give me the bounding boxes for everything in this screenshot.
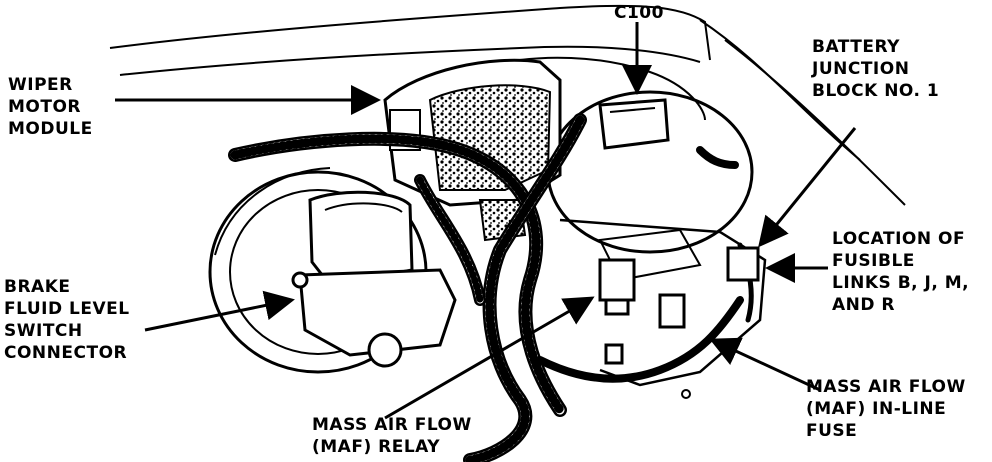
label-c100: C100 <box>614 2 664 24</box>
label-line: AND R <box>832 295 896 315</box>
label-battery-junction-block: BATTERY JUNCTION BLOCK NO. 1 <box>812 36 939 102</box>
label-line: SWITCH <box>4 321 83 341</box>
wiring-harness <box>228 113 754 462</box>
arrow-brake-fluid <box>144 290 295 332</box>
label-line: MODULE <box>8 119 93 139</box>
label-line: LINKS B, J, M, <box>832 273 970 293</box>
label-line: MASS AIR FLOW <box>806 377 966 397</box>
label-wiper-motor-module: WIPER MOTOR MODULE <box>8 74 93 140</box>
maf-relay <box>598 258 636 316</box>
label-line: MASS AIR FLOW <box>312 415 472 435</box>
arrow-battery-junction <box>758 127 857 248</box>
maf-fuse <box>604 293 686 365</box>
label-brake-fluid-connector: BRAKE FLUID LEVEL SWITCH CONNECTOR <box>4 276 130 364</box>
label-maf-inline-fuse: MASS AIR FLOW (MAF) IN-LINE FUSE <box>806 376 966 442</box>
label-line: FUSIBLE <box>832 251 915 271</box>
c100-connector <box>598 98 670 150</box>
label-line: FUSE <box>806 421 858 441</box>
label-line: (MAF) IN-LINE <box>806 399 947 419</box>
arrow-maf-relay <box>384 296 595 420</box>
label-line: FLUID LEVEL <box>4 299 130 319</box>
label-line: (MAF) RELAY <box>312 437 441 457</box>
fusible-links-box <box>726 246 760 282</box>
label-fusible-links: LOCATION OF FUSIBLE LINKS B, J, M, AND R <box>832 228 969 316</box>
label-line: BLOCK NO. 1 <box>812 81 940 101</box>
label-line: BATTERY <box>812 37 900 57</box>
label-line: LOCATION OF <box>832 229 966 249</box>
master-cylinder <box>291 190 457 368</box>
label-line: JUNCTION <box>812 59 910 79</box>
label-line: BRAKE <box>4 277 71 297</box>
label-line: CONNECTOR <box>4 343 128 363</box>
label-c100-line: C100 <box>614 3 664 23</box>
label-line: MOTOR <box>8 97 82 117</box>
label-maf-relay: MASS AIR FLOW (MAF) RELAY <box>312 414 472 458</box>
callout-arrows <box>115 22 857 420</box>
label-line: WIPER <box>8 75 73 95</box>
arrow-maf-fuse <box>709 337 821 392</box>
